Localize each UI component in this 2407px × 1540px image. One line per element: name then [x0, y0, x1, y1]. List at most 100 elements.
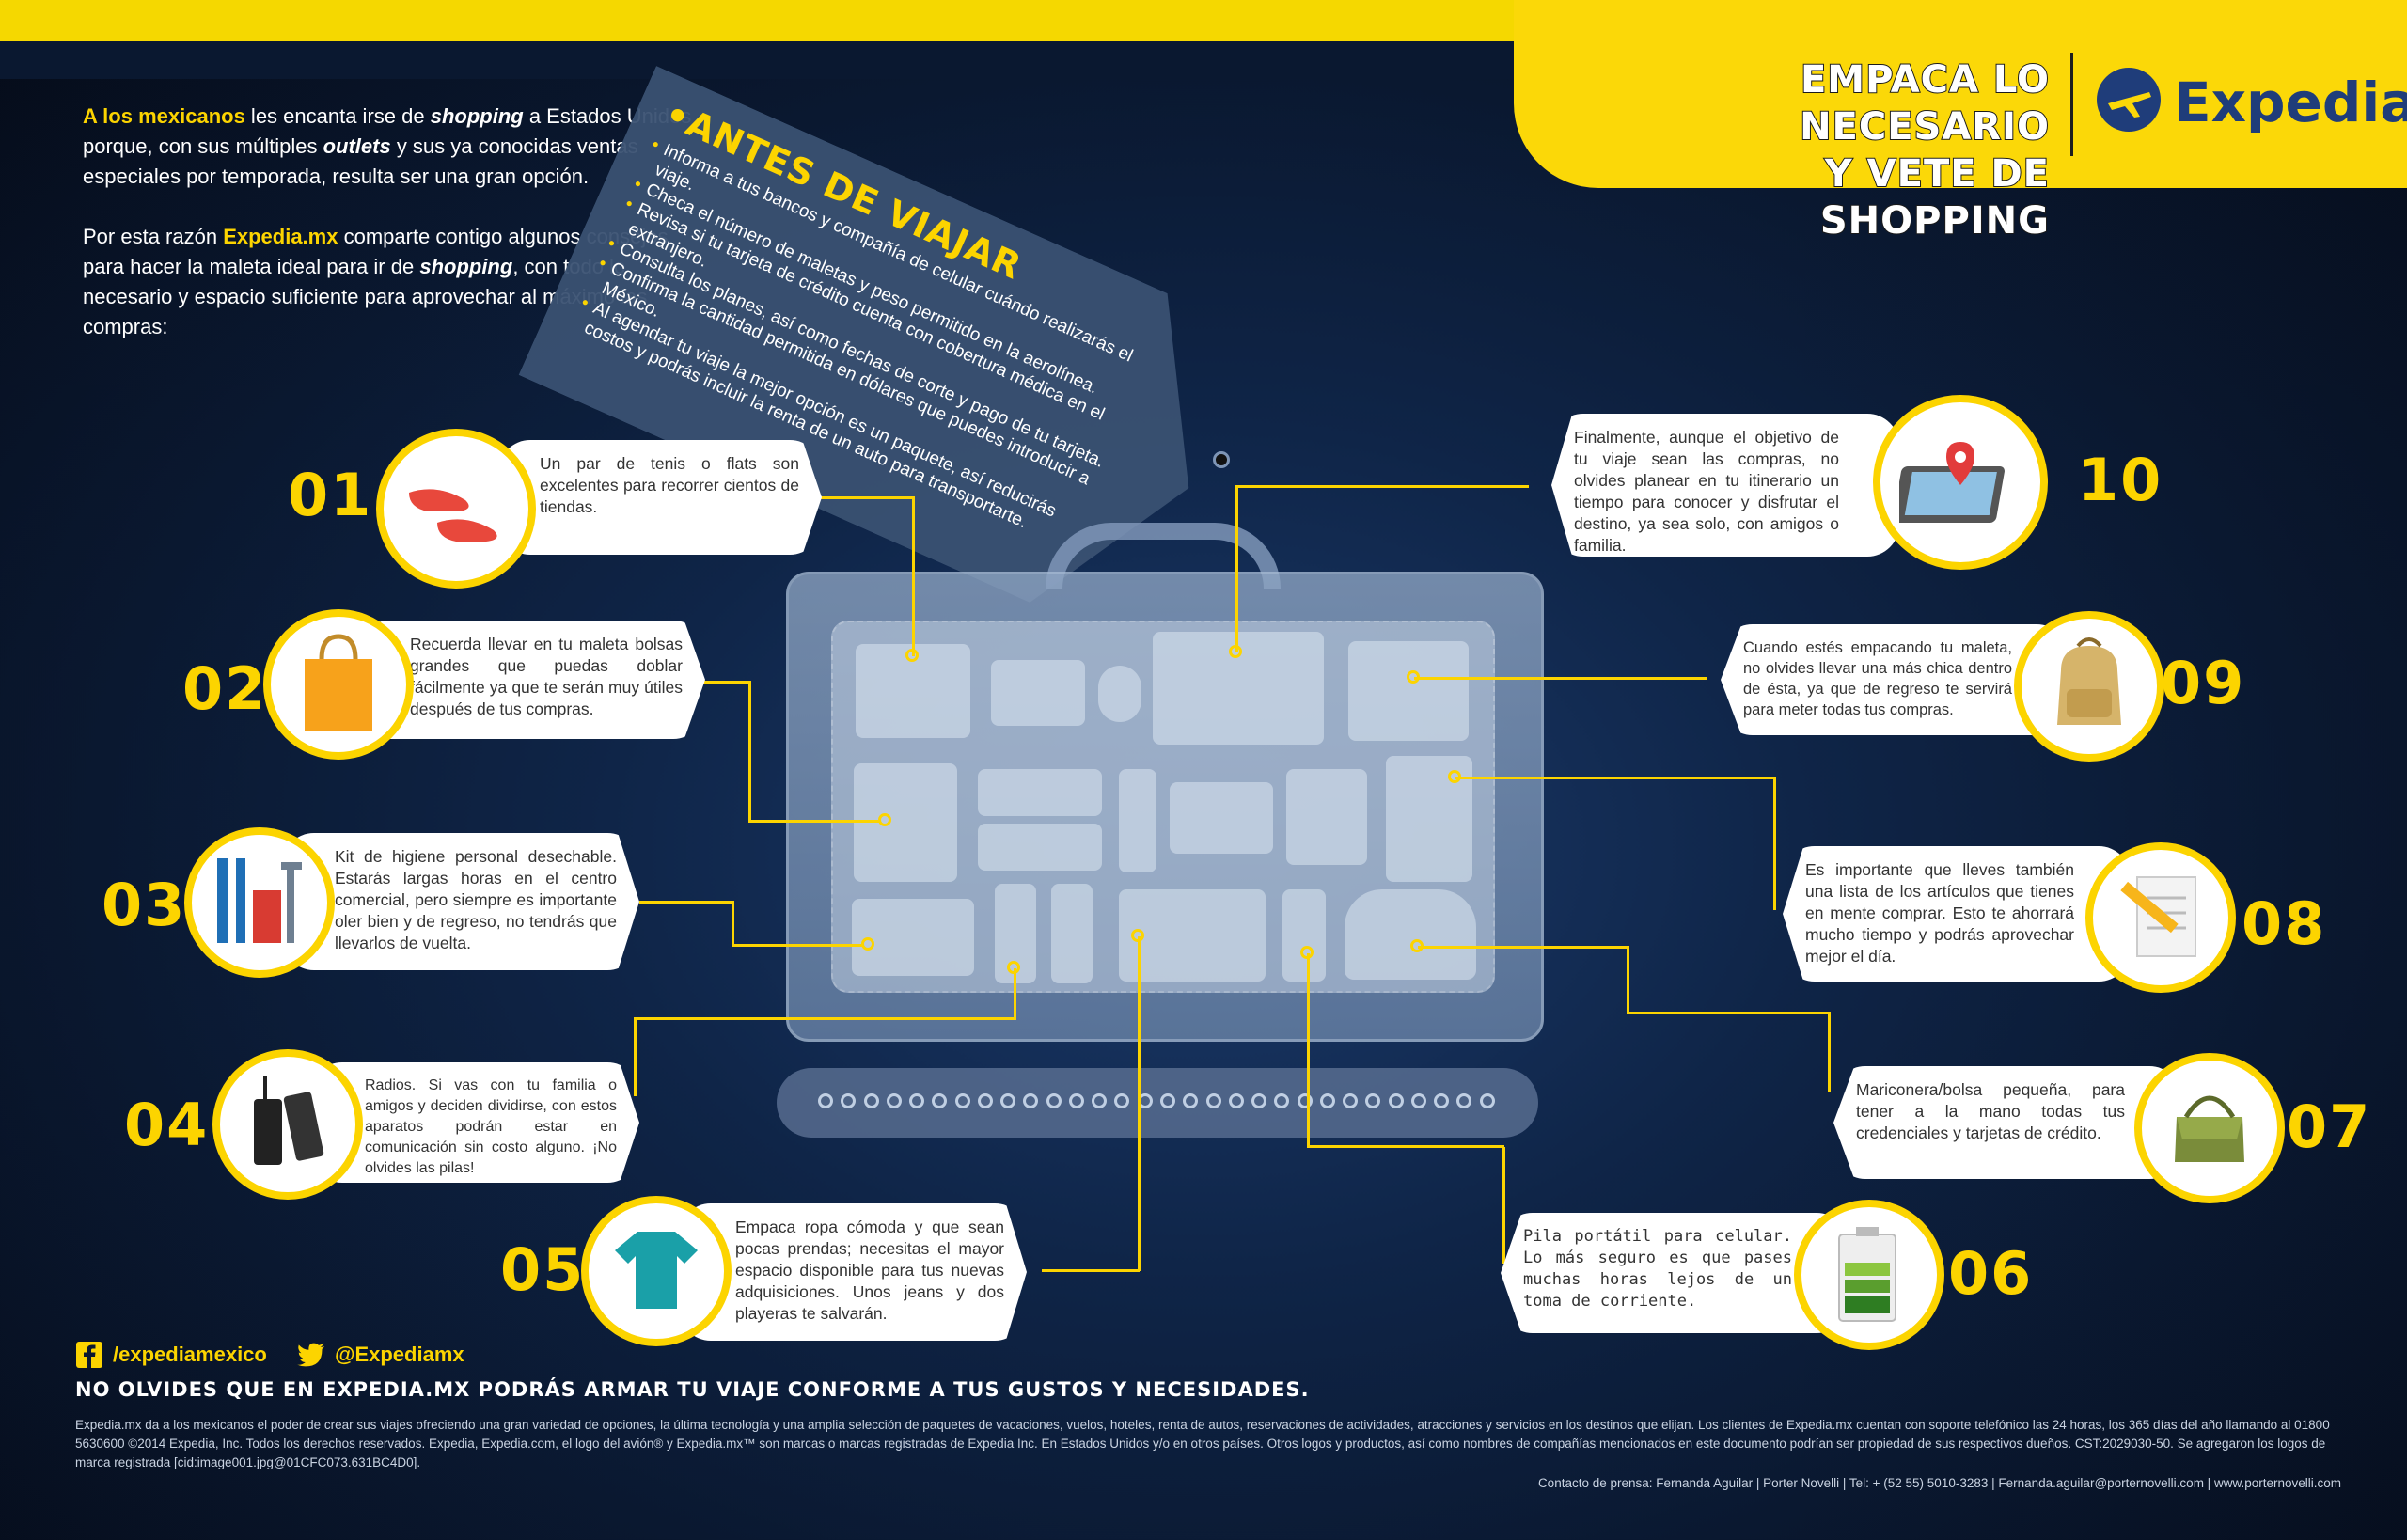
page-title: EMPACA LO NECESARIO Y VETE DE SHOPPING [1589, 56, 2050, 244]
connector-line [1455, 777, 1775, 779]
tip-text-05: Empaca ropa cómoda y que sean pocas pren… [679, 1203, 1027, 1341]
tip-number: 07 [2287, 1092, 2372, 1161]
header-banner [1514, 0, 2407, 188]
connector-line [1414, 677, 1707, 680]
connector-line [639, 901, 733, 904]
tip-number: 02 [182, 654, 268, 723]
connector-line [1627, 1012, 1830, 1014]
connector-line [732, 944, 863, 947]
connector-dot [1407, 670, 1420, 684]
walkie-talkie-icon [241, 1071, 335, 1179]
connector-dot [1448, 770, 1461, 783]
connector-line [1828, 1012, 1831, 1092]
connector-line [748, 820, 880, 823]
hygiene-kit-icon [208, 849, 311, 957]
facebook-link[interactable]: /expediamexico [75, 1341, 267, 1369]
flats-shoes-icon [400, 464, 512, 554]
tip-number: 06 [1948, 1239, 2034, 1308]
passport-item-icon [1286, 769, 1367, 865]
connector-dot [905, 649, 919, 662]
airplane-globe-icon [2095, 66, 2163, 138]
intro-text: A los mexicanos les encanta irse de shop… [83, 102, 703, 372]
twitter-handle: @Expediamx [335, 1343, 464, 1366]
connector-dot [1007, 961, 1020, 974]
twitter-link[interactable]: @Expediamx [297, 1341, 464, 1369]
connector-line [1237, 485, 1529, 488]
twitter-bird-icon [297, 1341, 325, 1369]
boarding-pass-item-icon [978, 824, 1102, 871]
title-line-1: EMPACA LO NECESARIO [1799, 57, 2050, 149]
tip-icon-circle [1794, 1200, 1944, 1350]
t-shirt-icon [609, 1222, 703, 1321]
tip-number: 04 [124, 1091, 210, 1159]
facebook-icon [75, 1341, 103, 1369]
connector-line [1307, 953, 1310, 1147]
boarding-pass-item-icon [978, 769, 1102, 816]
tip-text-08: Es importante que lleves también una lis… [1783, 846, 2131, 982]
toiletry-bag-item-icon [852, 899, 974, 976]
tip-number: 03 [102, 871, 187, 939]
connector-dot [878, 813, 891, 826]
connector-line [1235, 485, 1238, 652]
connector-line [634, 1017, 1015, 1020]
powerbank-item-icon [1282, 889, 1326, 982]
tip-text-02: Recuerda llevar en tu maleta bolsas gran… [357, 621, 705, 739]
conveyor-chain [818, 1093, 1495, 1112]
connector-line [912, 496, 915, 656]
connector-line [1042, 1269, 1140, 1272]
title-line-2: Y VETE DE SHOPPING [1819, 151, 2050, 244]
tip-icon-circle [376, 429, 536, 589]
connector-line [1502, 1147, 1505, 1264]
backpack-icon [2042, 633, 2136, 741]
messenger-bag-icon [2158, 1079, 2261, 1178]
battery-icon [1832, 1221, 1907, 1329]
tip-text-10: Finalmente, aunque el objetivo de tu via… [1551, 414, 1899, 557]
intro-paragraph-2: Por esta razón Expedia.mx comparte conti… [83, 225, 669, 338]
press-contact: Contacto de prensa: Fernanda Aguilar | P… [1537, 1476, 2341, 1490]
tip-icon-circle [581, 1196, 732, 1346]
tip-text-03: Kit de higiene personal desechable. Esta… [282, 833, 639, 970]
tip-icon-circle [1873, 395, 2048, 570]
connector-line [1627, 946, 1629, 1014]
handbag-item-icon [1345, 889, 1476, 980]
shopping-bag-icon [291, 631, 385, 739]
expedia-logo[interactable]: Expedia ™ [2095, 66, 2407, 138]
tip-text-06: Pila portátil para celular. Lo más segur… [1501, 1213, 1849, 1333]
connector-dot [1131, 929, 1144, 942]
tip-text-01: Un par de tenis o flats son excelentes p… [498, 440, 822, 555]
tip-icon-circle [2014, 611, 2164, 762]
tip-number: 05 [500, 1235, 586, 1304]
tip-icon-circle [2134, 1053, 2285, 1203]
tip-text-04: Radios. Si vas con tu familia o amigos y… [310, 1062, 639, 1183]
connector-line [732, 901, 734, 946]
top-dark-band [0, 41, 1617, 79]
tip-icon-circle [212, 1049, 363, 1200]
tip-text-07: Mariconera/bolsa pequeña, para tener a l… [1833, 1066, 2181, 1179]
connector-line [812, 496, 914, 499]
tip-number: 08 [2242, 889, 2327, 958]
camera-item-icon [991, 660, 1085, 726]
legal-text: Expedia.mx da a los mexicanos el poder d… [75, 1418, 2330, 1469]
wallet-item-icon [1170, 782, 1273, 854]
checklist-pencil-icon [2109, 864, 2212, 972]
facebook-handle: /expediamexico [113, 1343, 267, 1366]
connector-dot [861, 937, 874, 951]
connector-dot [1229, 645, 1242, 658]
connector-line [703, 681, 750, 684]
radio-item-icon [1051, 884, 1093, 983]
footer-tagline: NO OLVIDES QUE EN EXPEDIA.MX PODRÁS ARMA… [75, 1378, 1310, 1401]
connector-line [1138, 936, 1141, 1271]
shopping-bag-item-icon [854, 763, 957, 882]
map-tablet-icon [1893, 429, 2022, 537]
intro-paragraph-1: A los mexicanos les encanta irse de shop… [83, 104, 692, 188]
connector-line [748, 681, 751, 822]
small-bag-item-icon [1348, 641, 1469, 741]
tip-number: 01 [288, 461, 373, 529]
tip-icon-circle [2085, 842, 2236, 993]
tip-icon-circle [263, 609, 414, 760]
header-divider [2070, 53, 2073, 156]
tip-number: 09 [2161, 649, 2246, 717]
connector-dot [1300, 946, 1314, 959]
connector-line [1418, 946, 1628, 949]
connector-line [1014, 968, 1016, 1020]
